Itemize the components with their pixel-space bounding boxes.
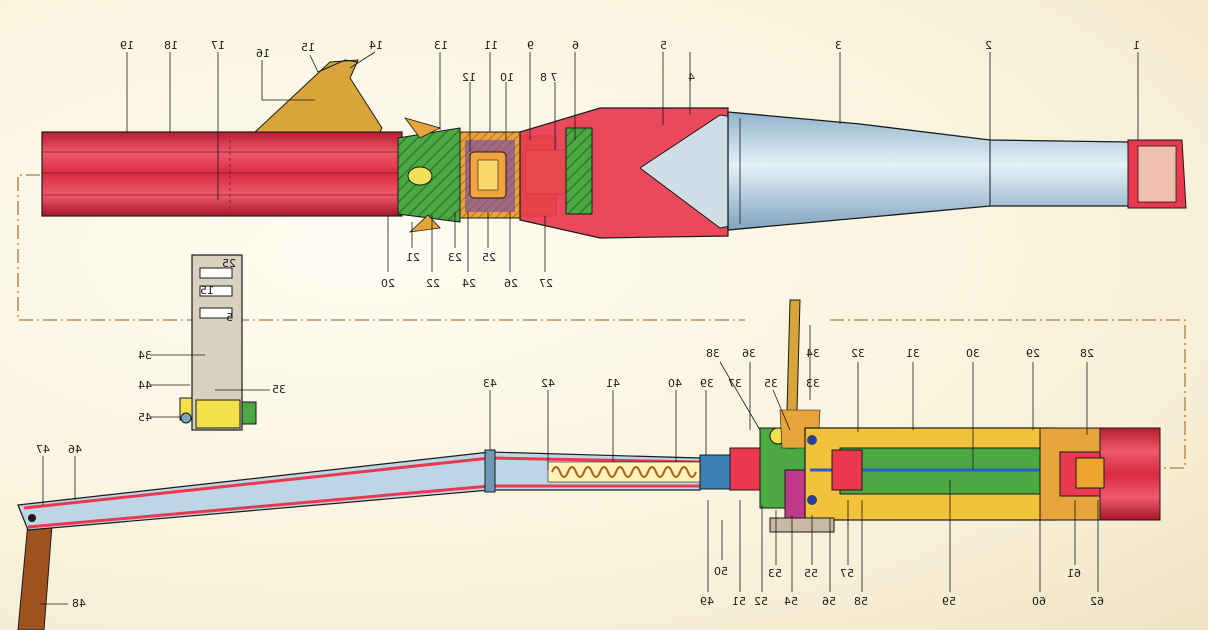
- label-35-launcher: 35: [764, 377, 778, 390]
- sight-inset: [150, 254, 270, 431]
- label-46: 46: [68, 443, 82, 456]
- guide-lines: [17, 174, 1186, 469]
- label-14: 14: [369, 39, 383, 52]
- label-45: 45: [138, 411, 152, 424]
- pistol-grip: [17, 521, 53, 630]
- bottom-leaders: [40, 325, 1099, 605]
- label-61: 61: [1067, 567, 1081, 580]
- top-leaders: [126, 51, 1139, 272]
- inset-label-15: 15: [200, 284, 214, 297]
- label-49: 49: [700, 595, 714, 608]
- label-38: 38: [706, 347, 720, 360]
- label-36: 36: [742, 347, 756, 360]
- label-47: 47: [36, 443, 50, 456]
- label-30: 30: [966, 347, 980, 360]
- label-33: 33: [806, 377, 820, 390]
- propellant-charge: [1099, 427, 1161, 521]
- inset-label-5: 5: [226, 311, 233, 324]
- label-37: 37: [728, 377, 742, 390]
- label-43: 43: [483, 377, 497, 390]
- label-41: 41: [606, 377, 620, 390]
- label-55: 55: [804, 567, 818, 580]
- label-10: 10: [500, 71, 514, 84]
- label-20: 20: [381, 277, 395, 290]
- label-24: 24: [462, 277, 476, 290]
- label-5: 5: [660, 39, 667, 52]
- label-35-inset: 35: [272, 383, 286, 396]
- label-40: 40: [668, 377, 682, 390]
- label-57: 57: [840, 567, 854, 580]
- rocket-motor-tube: [41, 131, 403, 217]
- label-6: 6: [572, 39, 579, 52]
- label-7-8: 7 8: [540, 71, 558, 84]
- label-21: 21: [406, 251, 420, 264]
- launcher-assembly: [17, 299, 1161, 630]
- label-32: 32: [851, 347, 865, 360]
- label-56: 56: [822, 595, 836, 608]
- label-44: 44: [138, 379, 152, 392]
- label-54: 54: [784, 595, 798, 608]
- stabilizer-fin: [253, 59, 383, 133]
- label-34-launcher: 34: [806, 347, 820, 360]
- label-53: 53: [768, 567, 782, 580]
- label-51: 51: [732, 595, 746, 608]
- label-50: 50: [714, 565, 728, 578]
- label-29: 29: [1026, 347, 1040, 360]
- label-1: 1: [1133, 39, 1140, 52]
- label-31: 31: [906, 347, 920, 360]
- label-26: 26: [504, 277, 518, 290]
- label-48: 48: [72, 597, 86, 610]
- label-62: 62: [1090, 595, 1104, 608]
- label-9: 9: [527, 39, 534, 52]
- label-59: 59: [942, 595, 956, 608]
- firing-spring: [551, 466, 697, 478]
- inset-label-25: 25: [222, 257, 236, 270]
- ballistic-cap: [727, 111, 1131, 231]
- label-27: 27: [539, 277, 553, 290]
- label-13: 13: [434, 39, 448, 52]
- label-34-inset: 34: [138, 349, 152, 362]
- label-11: 11: [484, 39, 498, 52]
- label-3: 3: [835, 39, 842, 52]
- label-15: 15: [301, 41, 315, 54]
- grenade-assembly: [41, 59, 1187, 239]
- label-25: 25: [482, 251, 496, 264]
- label-18: 18: [164, 39, 178, 52]
- label-19: 19: [120, 39, 134, 52]
- label-60: 60: [1032, 595, 1046, 608]
- label-28: 28: [1080, 347, 1094, 360]
- label-58: 58: [854, 595, 868, 608]
- label-12: 12: [462, 71, 476, 84]
- label-52: 52: [754, 595, 768, 608]
- label-39: 39: [700, 377, 714, 390]
- label-17: 17: [211, 39, 225, 52]
- label-22: 22: [426, 277, 440, 290]
- label-16: 16: [256, 47, 270, 60]
- label-23: 23: [448, 251, 462, 264]
- label-42: 42: [541, 377, 555, 390]
- label-2: 2: [985, 39, 992, 52]
- label-4: 4: [688, 71, 695, 84]
